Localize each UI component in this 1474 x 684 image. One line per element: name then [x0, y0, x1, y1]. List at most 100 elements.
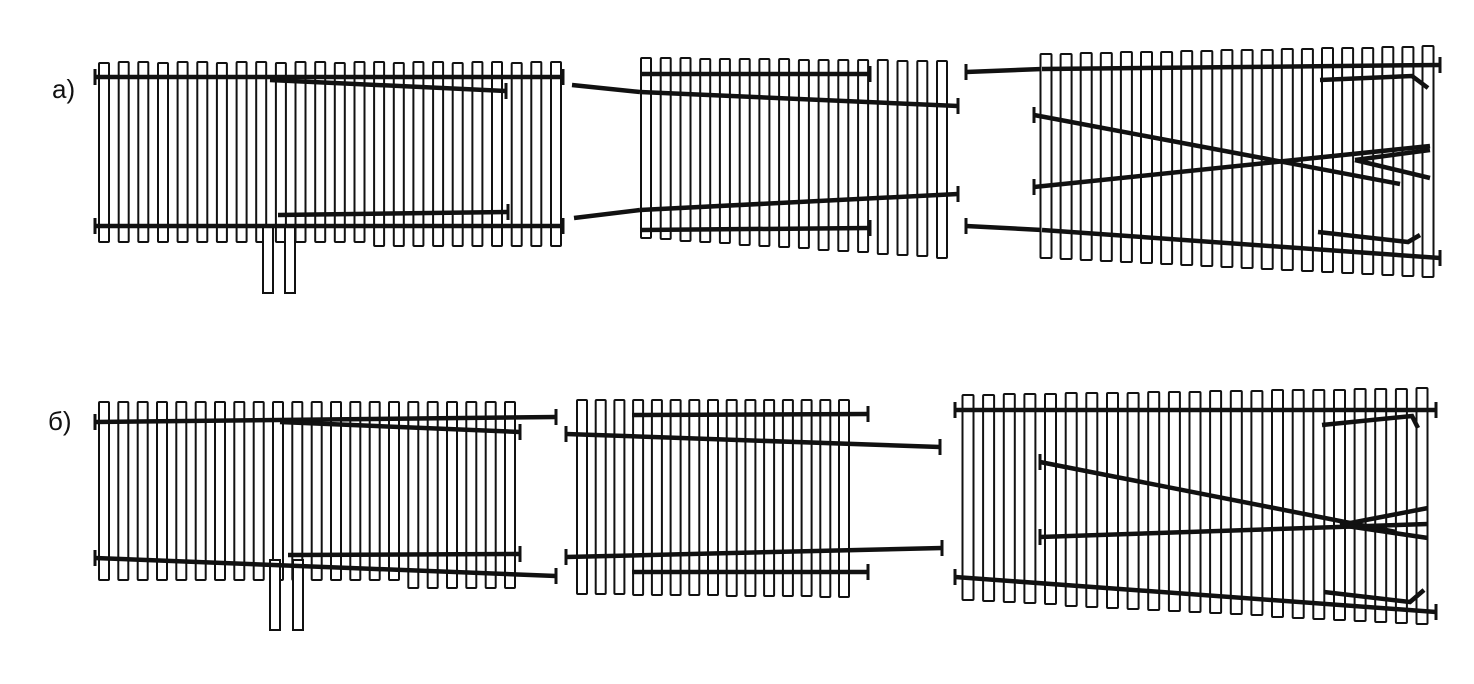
sleeper	[725, 399, 738, 597]
sleeper	[1188, 391, 1202, 613]
sleeper	[1059, 53, 1073, 260]
sleeper	[491, 61, 503, 247]
sleeper	[214, 401, 226, 581]
sleeper	[349, 401, 362, 581]
sleeper	[744, 399, 757, 597]
sleeper	[333, 62, 346, 243]
sleeper	[800, 399, 813, 597]
frog-rail	[1323, 588, 1426, 605]
track-row-a	[93, 45, 1442, 294]
sleeper	[446, 401, 458, 589]
sleeper	[252, 401, 265, 581]
track-row-b	[93, 387, 1438, 631]
sleeper	[432, 61, 445, 247]
sleeper	[156, 401, 168, 581]
rail	[639, 225, 871, 233]
sleeper	[235, 61, 248, 243]
rail	[1033, 143, 1431, 190]
row-label-a: а)	[52, 74, 75, 104]
sleeper	[1079, 52, 1093, 261]
sleeper	[1341, 47, 1355, 274]
sleeper	[1220, 49, 1234, 268]
rail	[571, 82, 641, 95]
sleeper	[781, 399, 794, 597]
rail	[1041, 62, 1441, 72]
sleeper	[982, 394, 996, 602]
sleeper	[819, 399, 832, 598]
frog-rail	[1317, 229, 1422, 245]
sleeper	[426, 401, 439, 589]
sleeper	[368, 401, 381, 581]
sleeper	[1381, 46, 1395, 276]
sleeper	[1023, 393, 1037, 604]
sleeper	[530, 61, 543, 247]
sleeper	[961, 394, 975, 601]
sleeper	[1321, 47, 1334, 273]
rail	[1033, 112, 1401, 187]
sleeper	[1039, 53, 1053, 259]
sleeper	[176, 61, 189, 243]
sleeper	[392, 62, 405, 247]
sleeper	[817, 59, 830, 251]
sleeper	[1147, 391, 1161, 611]
sleeper	[98, 401, 110, 581]
sleeper	[896, 60, 909, 256]
long-sleeper	[284, 224, 296, 294]
sleeper	[274, 62, 287, 243]
sleeper	[876, 59, 889, 255]
rail	[1041, 227, 1441, 261]
sleeper	[838, 399, 850, 598]
sleeper	[510, 62, 523, 247]
sleeper	[718, 58, 731, 244]
rail	[279, 419, 521, 435]
sleeper	[136, 401, 149, 581]
sleeper	[98, 62, 110, 243]
sleeper	[272, 401, 284, 581]
sleeper	[117, 61, 130, 243]
sleeper	[936, 60, 948, 259]
sleeper	[688, 399, 701, 596]
sleeper	[1353, 388, 1367, 622]
sleeper	[699, 58, 712, 243]
sleeper	[388, 401, 400, 581]
sleeper	[916, 60, 929, 257]
frog-rail	[1321, 413, 1421, 430]
sleeper	[117, 401, 130, 581]
rail	[573, 207, 641, 221]
frog-rail	[1339, 505, 1429, 541]
rail	[639, 89, 959, 109]
sleeper	[1002, 393, 1016, 603]
sleeper	[1240, 49, 1254, 269]
sleeper	[1167, 391, 1181, 612]
sleeper	[613, 399, 626, 595]
sleeper	[679, 57, 692, 242]
rail	[1039, 459, 1397, 535]
sleeper	[1064, 392, 1078, 607]
long-sleeper	[269, 559, 281, 631]
sleeper	[837, 59, 850, 252]
rail	[631, 411, 869, 418]
frog-rail	[1354, 147, 1431, 181]
sleeper	[1209, 390, 1223, 614]
sleeper	[1180, 50, 1194, 266]
rail	[94, 414, 557, 425]
sleeper	[1312, 389, 1326, 620]
sleeper	[407, 401, 420, 589]
sleeper	[1126, 392, 1140, 610]
sleeper	[215, 62, 228, 243]
sleeper	[451, 62, 464, 247]
sleeper	[669, 399, 682, 596]
sleeper	[373, 61, 386, 247]
sleeper	[1044, 393, 1057, 605]
sleeper	[157, 62, 169, 243]
sleeper	[330, 401, 342, 581]
rail	[269, 77, 507, 94]
sleeper	[175, 401, 188, 581]
sleeper	[707, 399, 719, 596]
sleeper	[310, 401, 323, 581]
rail	[639, 191, 959, 213]
rail	[565, 545, 943, 560]
sleeper	[471, 61, 484, 247]
sleeper	[650, 399, 663, 596]
